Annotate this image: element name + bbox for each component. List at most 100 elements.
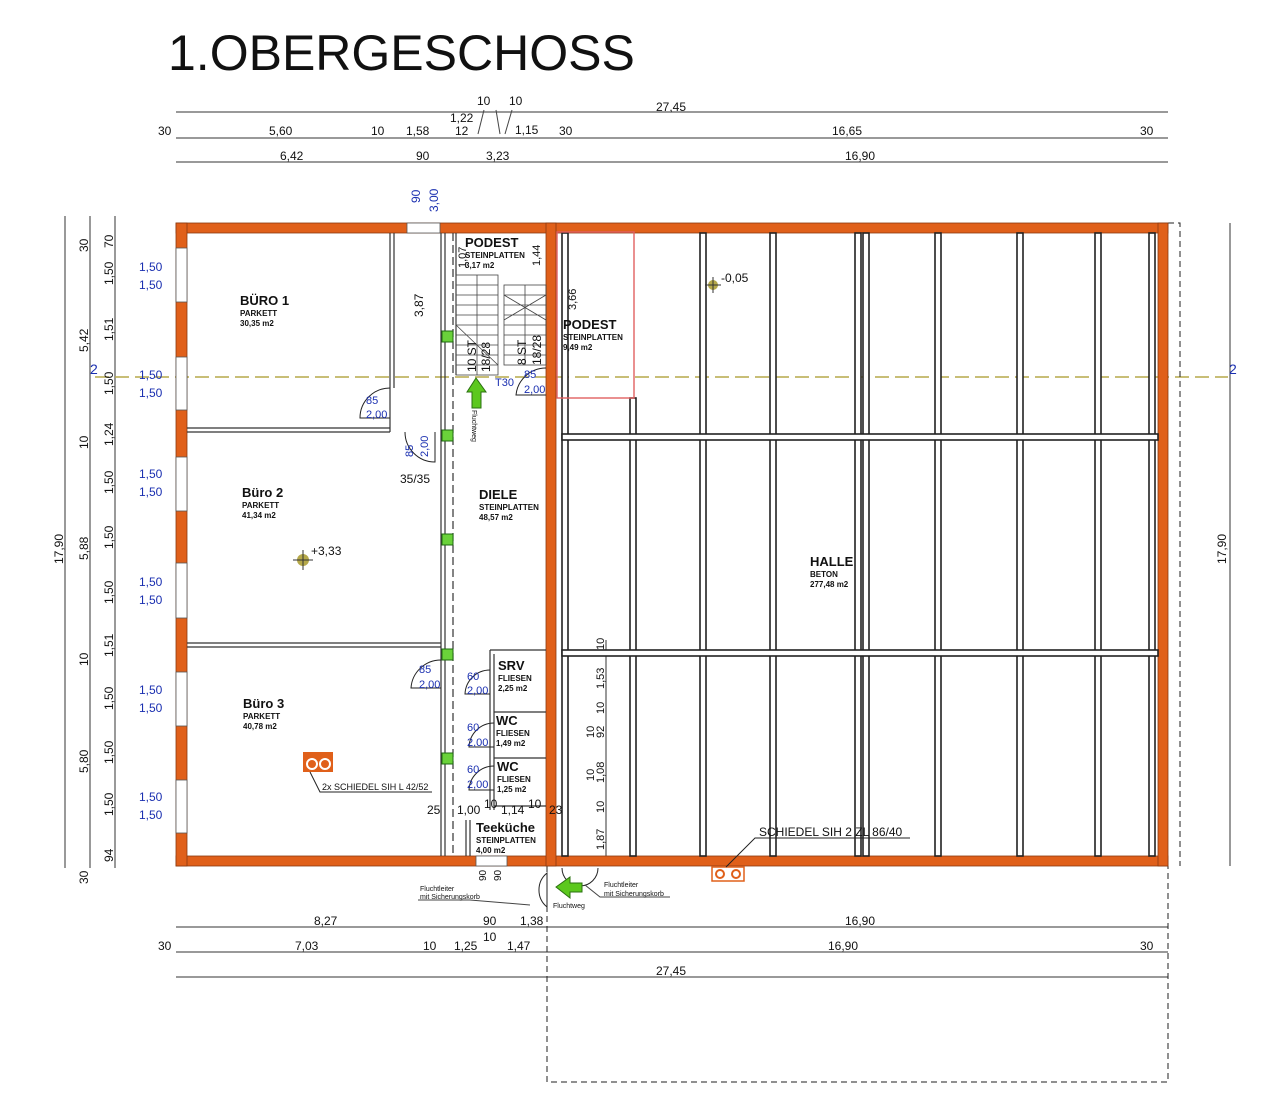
dimensions-left-8-label: 70 <box>102 234 116 248</box>
dimensions-inner-1-label: 1,00 <box>457 803 481 817</box>
dimensions-stairs-5-label: 8 ST <box>515 339 529 365</box>
windows-7-label: 1,50 <box>139 593 163 607</box>
annotations-chimney-hall-label: SCHIEDEL SIH 2 ZL 86/40 <box>759 825 903 839</box>
dimensions-left-16-label: 1,51 <box>102 633 116 657</box>
room-name-halle: HALLE <box>810 554 854 569</box>
escape-arrow-icon <box>555 876 583 900</box>
windows-10-label: 1,50 <box>139 790 163 804</box>
dimensions-bottom-6-label: 7,03 <box>295 939 319 953</box>
annotations-ladder-left-2-label: mit Sicherungskorb <box>420 894 480 901</box>
dimensions-top-14-label: 90 <box>416 149 430 163</box>
shaft-markers <box>441 330 454 765</box>
chimney-icon <box>303 752 432 793</box>
dimensions-hall-8-label: 1,87 <box>595 829 607 850</box>
room-area-podest-stair: 3,17 m2 <box>465 261 495 270</box>
doors-5-label: 2,00 <box>524 384 545 396</box>
staircase <box>455 274 547 376</box>
room-floor-buero-3: PARKETT <box>243 712 280 721</box>
dimensions-top-10-label: 30 <box>559 124 573 138</box>
dimensions-top-blue-1-label: 3,00 <box>427 188 441 212</box>
dimensions-stairs-0-label: 3,87 <box>412 293 426 317</box>
room-area-buero-2: 41,34 m2 <box>242 511 276 520</box>
hall-column <box>934 232 942 857</box>
dimensions-bottom-11-label: 30 <box>1140 939 1154 953</box>
dimensions-inner-4-label: 10 <box>528 797 542 811</box>
dimensions-right-0-label: 17,90 <box>1215 534 1229 564</box>
hall-column <box>561 232 569 857</box>
dimensions-inner-5-label: 23 <box>549 803 563 817</box>
room-area-buero-3: 40,78 m2 <box>243 722 277 731</box>
ladder-leader <box>418 884 670 906</box>
dimensions-stairs-7-label: 3,66 <box>567 289 579 310</box>
annotations-ladder-right-2-label: mit Sicherungskorb <box>604 891 664 898</box>
dimensions-left-15-label: 1,50 <box>102 580 116 604</box>
room-floor-wc-1: FLIESEN <box>496 729 530 738</box>
dimensions-top-8-label: 12 <box>455 124 469 138</box>
windows <box>175 222 508 867</box>
dimensions-top-7-label: 1,58 <box>406 124 430 138</box>
hall-column <box>1016 232 1024 857</box>
dimensions-left-10-label: 1,51 <box>102 317 116 341</box>
room-floor-halle: BETON <box>810 570 838 579</box>
doors-8-label: 2,00 <box>419 679 440 691</box>
door-swings <box>359 367 599 909</box>
dimensions-left-17-label: 1,50 <box>102 686 116 710</box>
windows-4-label: 1,50 <box>139 467 163 481</box>
doors-2-label: 85 <box>404 445 416 457</box>
dimensions-bottom-0-label: 8,27 <box>314 914 338 928</box>
dimensions-left-18-label: 1,50 <box>102 740 116 764</box>
windows-3-label: 1,50 <box>139 386 163 400</box>
dimensions-bottom-10-label: 16,90 <box>828 939 858 953</box>
dimensions-bottom-3-label: 16,90 <box>845 914 875 928</box>
room-area-teekueche: 4,00 m2 <box>476 846 506 855</box>
dimension-lines <box>64 109 1231 978</box>
dimensions-hall-2-label: 10 <box>595 702 607 714</box>
dimensions-stairs-2-label: 1,44 <box>531 245 543 266</box>
hall-column <box>629 397 637 857</box>
room-floor-wc-2: FLIESEN <box>497 775 531 784</box>
room-area-diele: 48,57 m2 <box>479 513 513 522</box>
room-name-teekueche: Teeküche <box>476 820 535 835</box>
doors-1-label: 2,00 <box>366 409 387 421</box>
dimensions-top-16-label: 16,90 <box>845 149 875 163</box>
dimensions-top-5-label: 5,60 <box>269 124 293 138</box>
room-area-halle: 277,48 m2 <box>810 580 849 589</box>
dimensions-top-3-label: 1,22 <box>450 111 474 125</box>
room-area-wc-2: 1,25 m2 <box>497 785 527 794</box>
dimensions-top-6-label: 10 <box>371 124 385 138</box>
doors-0-label: 85 <box>366 395 378 407</box>
dimensions-hall-1-label: 1,53 <box>595 668 607 689</box>
doors-7-label: 85 <box>419 664 431 676</box>
room-floor-diele: STEINPLATTEN <box>479 503 539 512</box>
room-floor-srv: FLIESEN <box>498 674 532 683</box>
windows-11-label: 1,50 <box>139 808 163 822</box>
dimensions-top-1-label: 10 <box>509 94 523 108</box>
chimney-icon <box>711 837 910 882</box>
annotations-escape-route-label: Fluchtweg <box>470 410 477 442</box>
doors-13-label: 60 <box>467 764 479 776</box>
room-area-buero-1: 30,35 m2 <box>240 319 274 328</box>
doors-14-label: 2,00 <box>467 779 488 791</box>
room-name-podest-hall: PODEST <box>563 317 617 332</box>
windows-0-label: 1,50 <box>139 260 163 274</box>
room-name-buero-2: Büro 2 <box>242 485 283 500</box>
dimensions-left-11-label: 1,50 <box>102 371 116 395</box>
plan-geometry <box>64 109 1231 1083</box>
hall-beam <box>561 433 1159 441</box>
dimensions-left-5-label: 10 <box>77 652 91 666</box>
dimensions-exit-door-0-label: 90 <box>478 869 489 881</box>
dimensions-top-4-label: 30 <box>158 124 172 138</box>
dimensions-left-4-label: 5,88 <box>77 536 91 560</box>
dimensions-top-9-label: 1,15 <box>515 123 539 137</box>
hall-column <box>862 232 870 857</box>
doors-12-label: 2,00 <box>467 737 488 749</box>
dimensions-top-12-label: 30 <box>1140 124 1154 138</box>
dimensions-bottom-7-label: 10 <box>423 939 437 953</box>
annotations-escape-route-2-label: Fluchtweg <box>553 903 585 910</box>
dimensions-axis-labels-1-label: 2 <box>1229 361 1237 377</box>
annotations-elevation-hall-label: -0,05 <box>721 271 749 285</box>
windows-8-label: 1,50 <box>139 683 163 697</box>
room-name-diele: DIELE <box>479 487 518 502</box>
annotations-chimney-office-label: 2x SCHIEDEL SIH L 42/52 <box>322 782 428 792</box>
